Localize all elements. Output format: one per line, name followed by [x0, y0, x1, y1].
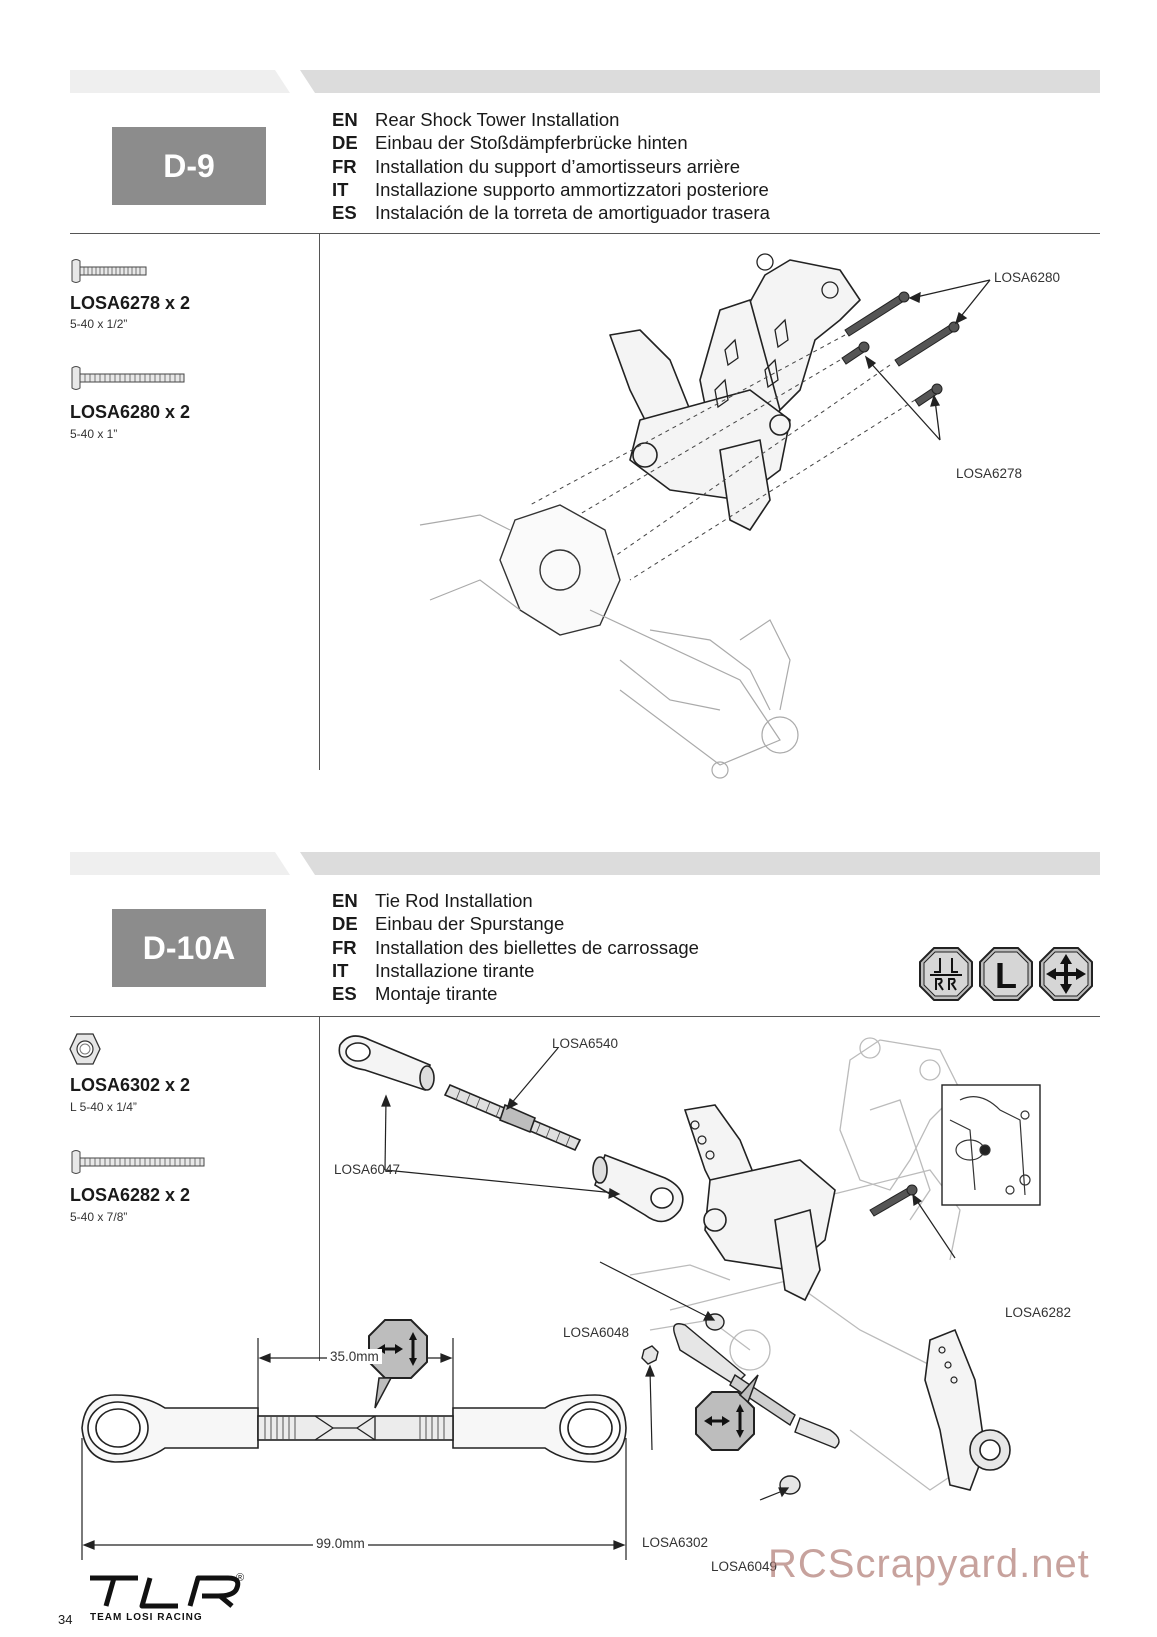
dimension-label: 99.0mm [313, 1536, 368, 1551]
part-size: L 5-40 x 1/4” [70, 1100, 137, 1114]
page-number: 34 [58, 1612, 73, 1627]
part-callout: LOSA6280 [994, 270, 1061, 285]
step-number-badge: D-9 [112, 127, 266, 205]
team-losi-racing-logo: TEAM LOSI RACING [90, 1575, 241, 1623]
part-callout: LOSA6047 [334, 1162, 401, 1177]
left-right-threads-icon [919, 947, 973, 1001]
part-callout: LOSA6048 [563, 1325, 630, 1340]
part-size: 5-40 x 1/2” [70, 317, 128, 331]
section-divider [70, 233, 1100, 234]
step-number-badge: D-10A [112, 909, 266, 987]
part-callout: LOSA6282 [1005, 1305, 1072, 1320]
part-size: 5-40 x 1” [70, 427, 118, 441]
dimension-label: 35.0mm [327, 1349, 382, 1364]
adjust-arrows-icon [1039, 947, 1093, 1001]
tie-rod-exploded-diagram [338, 1035, 684, 1223]
part-size: 5-40 x 7/8” [70, 1210, 128, 1224]
part-callout: LOSA6049 [711, 1559, 778, 1574]
section-header-bar [70, 70, 1100, 93]
screw-icon [71, 366, 185, 390]
part-name: LOSA6280 x 2 [70, 402, 191, 422]
part-name: LOSA6282 x 2 [70, 1185, 191, 1205]
part-callout: LOSA6540 [552, 1036, 619, 1051]
svg-text:TEAM LOSI RACING: TEAM LOSI RACING [90, 1612, 203, 1623]
section-divider [70, 1016, 1100, 1017]
nut-icon [69, 1033, 101, 1065]
left-thread-icon: L [979, 947, 1033, 1001]
part-name: LOSA6278 x 2 [70, 293, 191, 313]
screw-icon [71, 259, 147, 283]
screw-icon [71, 1150, 205, 1174]
svg-text:L: L [995, 955, 1017, 996]
rear-shock-tower-diagram [419, 253, 991, 779]
parts-column-divider [319, 1016, 320, 1361]
parts-column-divider [319, 233, 320, 770]
section-header-bar [70, 852, 1100, 875]
watermark: RCScrapyard.net [768, 1542, 1090, 1586]
part-callout: LOSA6278 [956, 466, 1023, 481]
part-name: LOSA6302 x 2 [70, 1075, 191, 1095]
part-callout: LOSA6302 [642, 1535, 709, 1550]
registered-mark: ® [236, 1572, 245, 1584]
tie-rod-assembly-diagram [599, 1037, 1041, 1501]
